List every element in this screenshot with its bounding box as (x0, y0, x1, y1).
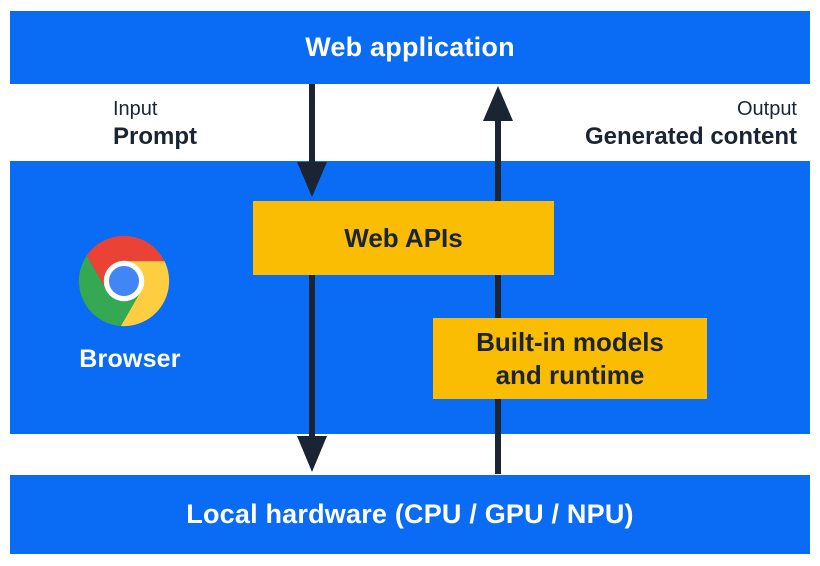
local-hardware-label: Local hardware (CPU / GPU / NPU) (186, 499, 634, 529)
browser-label: Browser (79, 345, 181, 373)
web-apis-box: Web APIs (253, 201, 554, 275)
prompt-down-arrow (297, 84, 327, 472)
builtin-models-box: Built-in models and runtime (433, 318, 707, 399)
web-apis-label: Web APIs (344, 222, 463, 253)
input-annotation: Input Prompt (113, 97, 197, 152)
generated-content-up-arrow (483, 86, 513, 474)
output-value-generated-content: Generated content (584, 123, 797, 150)
input-value-prompt: Prompt (113, 123, 197, 150)
builtin-models-label-line2: and runtime (495, 359, 645, 390)
output-annotation: Output Generated content (585, 97, 797, 152)
chrome-logo-icon (77, 234, 171, 328)
web-application-label: Web application (305, 32, 515, 62)
local-hardware-layer: Local hardware (CPU / GPU / NPU) (10, 475, 810, 554)
output-label: Output (736, 98, 797, 120)
input-label: Input (113, 98, 158, 120)
web-application-layer: Web application (10, 11, 810, 84)
builtin-models-label-line1: Built-in models (476, 326, 664, 357)
